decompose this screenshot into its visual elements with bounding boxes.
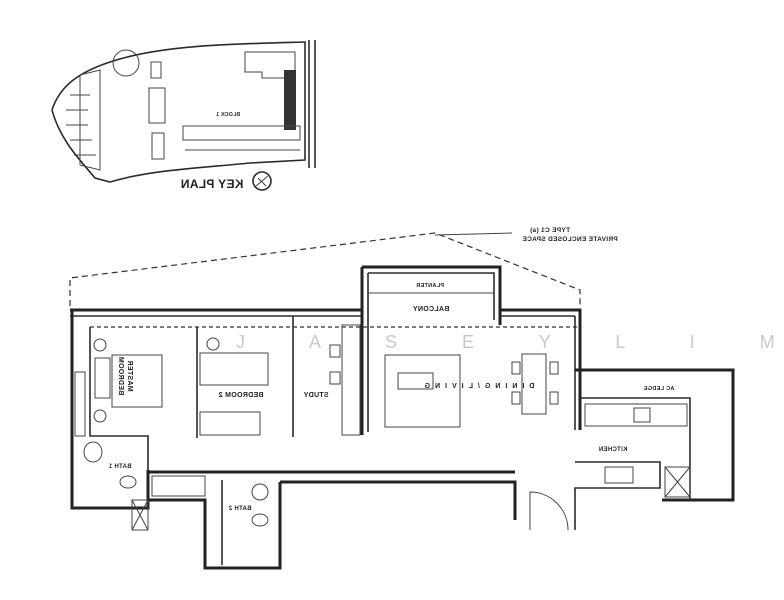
balcony-label: BALCONY (413, 306, 450, 313)
dining-chair (549, 391, 559, 405)
dining-chair (511, 361, 521, 375)
bedroom2-bed (199, 352, 269, 386)
master-bedroom-label: MASTER (126, 360, 133, 391)
kitchen-hob (604, 466, 634, 484)
bath2-toilet (251, 513, 269, 527)
north-compass-icon (252, 171, 272, 191)
lamp-icon (93, 409, 107, 423)
kitchen-counter (584, 403, 688, 427)
master-bedside (94, 357, 111, 399)
bath2-label: BATH 2 (228, 506, 251, 512)
private-enclosed-space-outline (69, 232, 581, 306)
key-plan-building (151, 132, 165, 160)
private-enclosed-space-label: PRIVATE ENCLOSED SPACE (522, 236, 618, 243)
key-plan-clubhouse (244, 51, 296, 79)
key-plan-building (148, 87, 166, 124)
bath2-basin (251, 483, 269, 501)
entrance-door (529, 491, 569, 531)
study-label: STUDY (303, 392, 328, 399)
key-plan-block-1 (182, 125, 301, 151)
key-plan-block-dark (284, 70, 296, 130)
key-plan: BLOCK 1 KEY PLAN (51, 40, 316, 191)
shower-icon (131, 499, 149, 531)
key-plan-building (150, 61, 162, 79)
key-plan-title: KEY PLAN (181, 177, 244, 191)
bedroom2-label: BEDROOM 2 (218, 392, 263, 399)
dining-chair (511, 391, 521, 405)
kitchen-sink (633, 407, 651, 423)
bath1-basin (83, 441, 103, 463)
coffee-table (397, 372, 434, 390)
dining-chair (549, 361, 559, 375)
watermark: J A S E Y L I M (236, 332, 784, 352)
planter-label: PLANTER (416, 283, 444, 289)
study-chair (329, 371, 341, 385)
lamp-icon (206, 337, 220, 351)
key-plan-block-left (66, 69, 101, 171)
bath1-toilet (119, 475, 137, 489)
dining-table (521, 353, 547, 415)
key-plan-block-label: BLOCK 1 (216, 112, 240, 118)
washer-icon (664, 466, 691, 498)
lamp-icon (93, 338, 107, 352)
master-bedroom-label-2: BEDROOM (117, 357, 124, 396)
leader-line (434, 232, 513, 236)
sofa (384, 354, 461, 428)
key-plan-site-outline (51, 41, 306, 183)
unit-walls (70, 265, 735, 570)
key-plan-tree (112, 49, 140, 77)
study-chair (329, 344, 341, 358)
kitchen-label: KITCHEN (599, 447, 628, 453)
bedroom2-wardrobe (199, 411, 261, 436)
bath1-label: BATH 1 (108, 464, 131, 470)
corridor-shoe-cabinet (151, 475, 206, 497)
unit-type-label: TYPE C1 (a) (530, 227, 570, 234)
ac-ledge-label: AC LEDGE (644, 386, 675, 392)
furniture (74, 324, 691, 531)
master-bed (111, 354, 163, 408)
dining-living-label: DINING/LIVING (420, 383, 535, 390)
study-desk (341, 324, 361, 436)
master-wardrobe (74, 371, 86, 437)
